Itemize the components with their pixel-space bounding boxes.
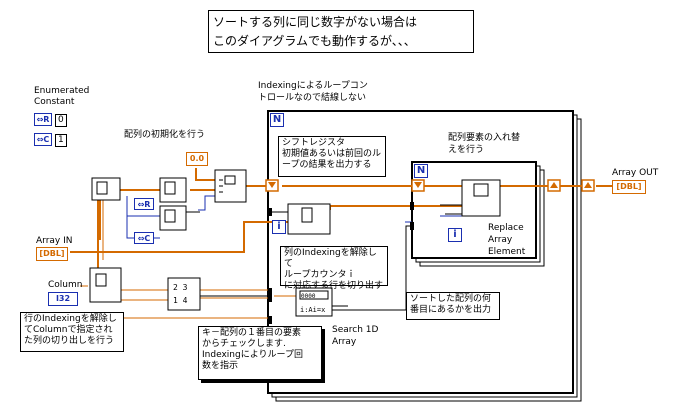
column-extract-note: 行のIndexingを解除し てColumnで指定され た列の切り出しを行う (20, 312, 124, 352)
enum-r-tag[interactable]: ⇔R (34, 113, 52, 126)
column-label: Column (48, 280, 83, 290)
array-out-terminal[interactable]: [DBL] (612, 180, 646, 194)
swap-note: 配列要素の入れ替 えを行う (448, 133, 521, 155)
array-out-label: Array OUT (612, 168, 659, 178)
init-value-constant[interactable]: 0.0 (186, 152, 208, 166)
array-in-label: Array IN (36, 236, 73, 246)
outer-loop-tag: N (270, 113, 284, 127)
array-in-terminal[interactable]: [DBL] (36, 247, 68, 261)
inner-loop-tag: N (414, 164, 428, 178)
enum-r-value: 0 (55, 114, 67, 127)
enum-r-const[interactable]: ⇔R (134, 198, 154, 210)
title-line2: このダイアグラムでも動作するが、、、 (213, 34, 416, 48)
key-check-note: キ－配列の１番目の要素 からチェックします. Indexingによりループ回 数… (198, 326, 322, 380)
search-array-label: Search 1D Array (332, 325, 379, 347)
title-line1: ソートする列に同じ数字がない場合は (213, 15, 418, 29)
title-note: ソートする列に同じ数字がない場合は このダイアグラムでも動作するが、、、 (208, 10, 474, 53)
enum-c-const[interactable]: ⇔C (134, 232, 154, 244)
inner-iteration-terminal: i (448, 228, 462, 242)
svg-text:1 4: 1 4 (173, 296, 188, 305)
sorted-position-note: ソートした配列の何 番目にあるかを出力 (406, 292, 500, 320)
enum-c-tag[interactable]: ⇔C (34, 133, 52, 146)
svg-text:i:Ai=x: i:Ai=x (300, 306, 325, 314)
column-terminal[interactable]: I32 (48, 292, 78, 306)
outer-iteration-terminal: i (272, 220, 286, 234)
unindex-note: 列のIndexingを解除して ループカウンタｉ に対応する行を切り出す (280, 246, 388, 291)
init-note: 配列の初期化を行う (124, 130, 206, 140)
shift-register-note: シフトレジスタ 初期値あるいは前回のル ープの結果を出力する (278, 136, 386, 177)
enum-label: Enumerated Constant (34, 86, 90, 107)
svg-text:2 3: 2 3 (173, 283, 188, 292)
svg-text:0000: 0000 (301, 293, 316, 300)
enum-c-value: 1 (55, 134, 67, 147)
replace-array-label: Replace Array Element (488, 223, 526, 257)
indexing-loop-note: Indexingによるループコン トロールなので結線しない (258, 81, 368, 103)
